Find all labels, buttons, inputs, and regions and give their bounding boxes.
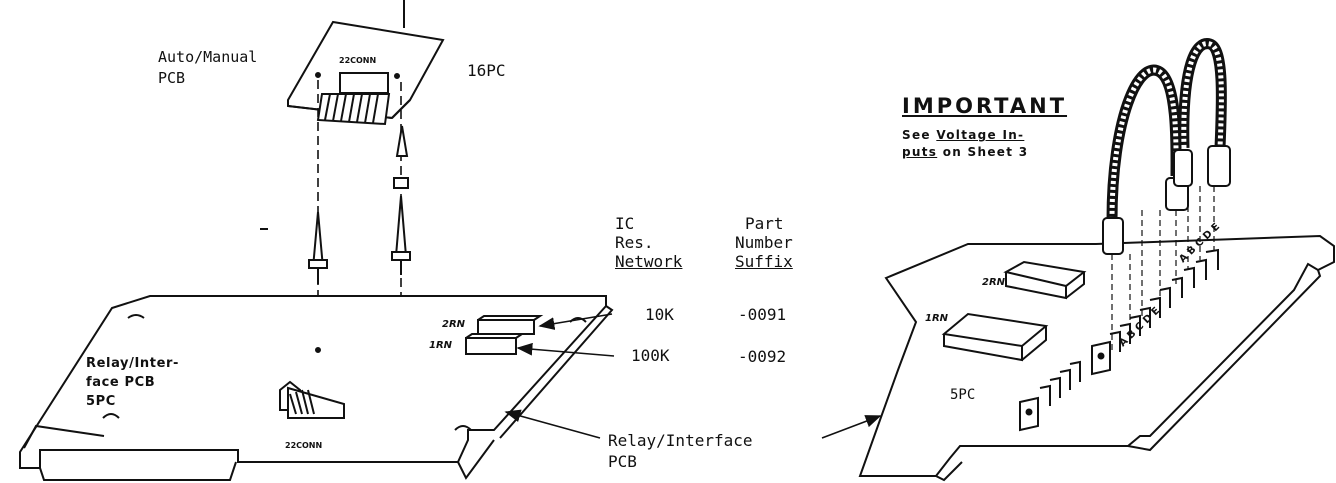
table-col1-header-line1: IC (615, 214, 635, 233)
standoff-right (392, 126, 410, 275)
important-title: IMPORTANT (902, 94, 1068, 118)
relay-interface-pcb-right-board (860, 236, 1334, 480)
connector-label-top: 22CONN (339, 56, 377, 65)
relay-interface-pcb-left-label: Relay/Inter- face PCB 5PC (86, 356, 180, 409)
jumper-drop-lines (1112, 186, 1214, 352)
relay-interface-pcb-left-board (20, 296, 612, 480)
important-line2: puts on Sheet 3 (902, 144, 1028, 161)
table-col2-header-line1: Part (745, 214, 784, 233)
pc5-right-label: 5PC (950, 387, 976, 403)
table-row-2-suffix: -0092 (738, 347, 787, 366)
auto-manual-pcb-board (288, 0, 443, 124)
callout-arrows (504, 314, 882, 438)
table-row-1-network: 10K (645, 305, 674, 324)
rn2-right-label: 2RN (982, 277, 1006, 288)
important-line2-suffix: on Sheet 3 (937, 145, 1029, 159)
voltage-inputs-link-part2: puts (902, 145, 938, 159)
table-col2-header-line3: Suffix (735, 252, 793, 271)
important-line1: See Voltage In- (902, 127, 1024, 144)
rn1-left-label: 1RN (429, 340, 453, 351)
jumper-wires (1103, 44, 1230, 254)
table-col1-header-line2: Res. (615, 233, 654, 252)
table-row-1-suffix: -0091 (738, 305, 787, 324)
pc16-label: 16PC (467, 61, 506, 80)
rn1-right-label: 1RN (925, 313, 949, 324)
important-line1-prefix: See (902, 128, 937, 142)
voltage-inputs-link-part1: Voltage In- (936, 128, 1025, 142)
table-col2-header-line2: Number (735, 233, 793, 252)
rn2-left-label: 2RN (442, 319, 466, 330)
auto-manual-pcb-label: Auto/Manual PCB (158, 48, 258, 87)
table-col1-header-line3: Network (615, 252, 683, 271)
relay-interface-pcb-callout-label: Relay/Interface PCB (608, 431, 753, 471)
standoff-left (309, 212, 327, 284)
connector-label-bottom: 22CONN (285, 441, 323, 450)
table-row-2-network: 100K (631, 346, 670, 365)
